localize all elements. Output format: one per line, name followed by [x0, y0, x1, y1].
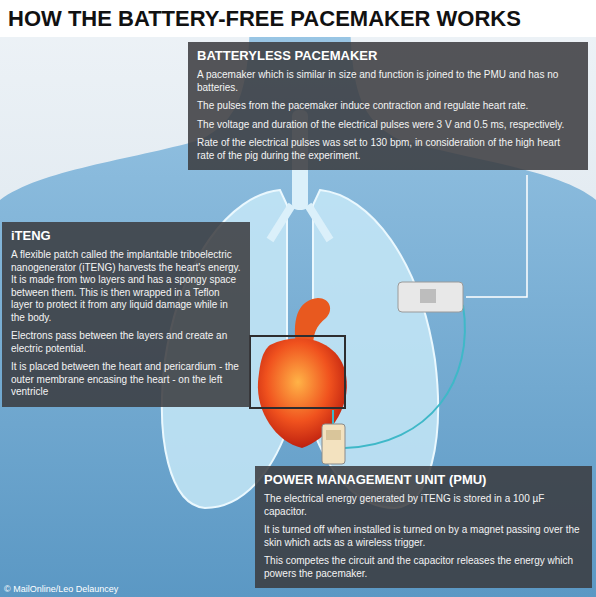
panel-text: A pacemaker which is similar in size and…	[197, 69, 579, 94]
panel-text: Electrons pass between the layers and cr…	[11, 330, 241, 355]
panel-text: This competes the circuit and the capaci…	[264, 555, 583, 580]
panel-text: It is turned off when installed is turne…	[264, 524, 583, 549]
bronchi	[270, 205, 330, 240]
credit-watermark: © MailOnline/Leo Delauncey	[4, 584, 118, 595]
info-panel: BATTERYLESS PACEMAKER A pacemaker which i…	[188, 42, 588, 170]
leader-line	[466, 175, 527, 297]
panel-heading: BATTERYLESS PACEMAKER	[197, 48, 579, 64]
panel-text: The voltage and duration of the electric…	[197, 119, 579, 132]
pacemaker-wire	[345, 305, 465, 448]
panel-text: A flexible patch called the implantable …	[11, 249, 241, 324]
title: HOW THE BATTERY-FREE PACEMAKER WORKS	[8, 6, 521, 32]
panel-text: The electrical energy generated by iTENG…	[264, 493, 583, 518]
info-panel: POWER MANAGEMENT UNIT (PMU) The electrica…	[255, 466, 592, 588]
iteng-patch-frame	[250, 336, 345, 408]
pacemaker-device	[398, 282, 463, 312]
body-silhouette	[0, 5, 596, 597]
info-panel: iTENG A flexible patch called the implant…	[2, 222, 250, 407]
pmu-capacitor	[326, 430, 341, 440]
panel-heading: iTENG	[11, 228, 241, 244]
pmu-device	[322, 424, 345, 464]
panel-text: The pulses from the pacemaker induce con…	[197, 100, 579, 113]
panel-text: Rate of the electrical pulses was set to…	[197, 137, 579, 162]
panel-heading: POWER MANAGEMENT UNIT (PMU)	[264, 472, 583, 488]
pacemaker-circuit	[420, 289, 436, 303]
heart	[258, 338, 347, 448]
panel-text: It is placed between the heart and peric…	[11, 361, 241, 399]
